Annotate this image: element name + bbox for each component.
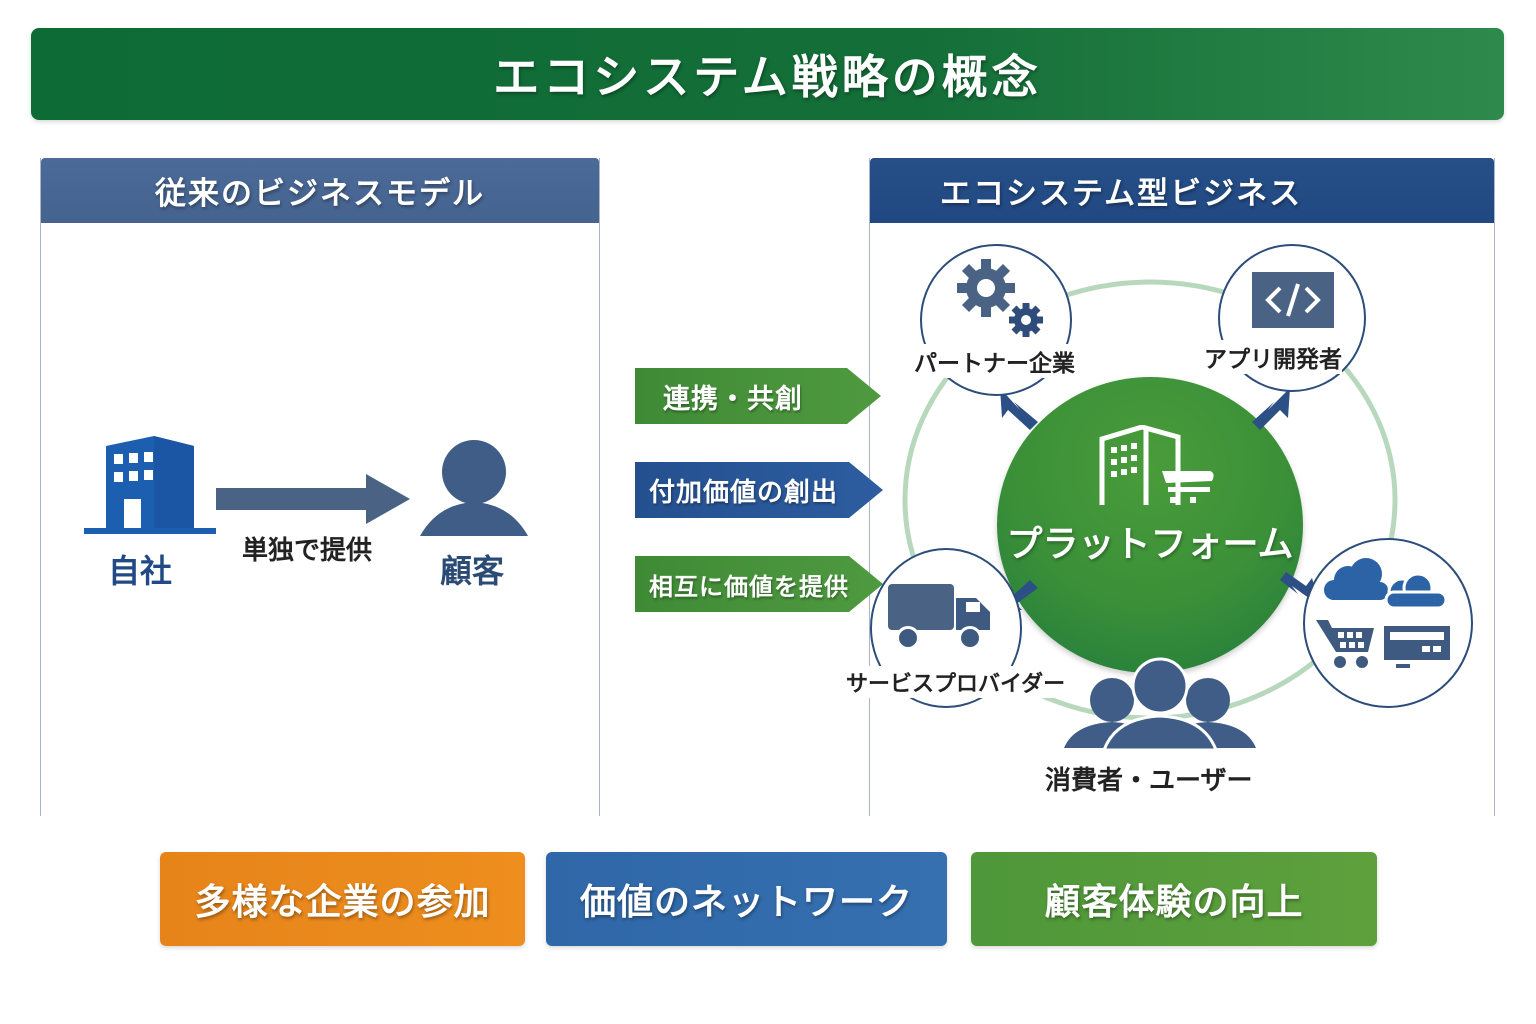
delivery-truck-icon <box>888 584 990 650</box>
customer-experience-box: 顧客体験の向上 <box>971 852 1377 946</box>
tag-collaboration-label: 連携・共創 <box>663 383 803 415</box>
gears-icon <box>957 259 1043 337</box>
customer-experience-label: 顧客体験の向上 <box>1044 882 1304 923</box>
title-banner: エコシステム戦略の概念 <box>31 28 1504 120</box>
consumers-label: 消費者・ユーザー <box>1045 766 1253 796</box>
customer-label: 顧客 <box>440 552 505 590</box>
service-provider-label: サービスプロバイダー <box>846 666 1066 698</box>
platform-label: プラットフォーム <box>1006 524 1294 565</box>
traditional-model-heading: 従来のビジネスモデル <box>41 158 599 223</box>
cloud-icon <box>1324 558 1388 600</box>
code-icon <box>1252 272 1334 328</box>
consumers-group-icon <box>1064 657 1256 752</box>
arrow-to-app-dev <box>1252 388 1290 430</box>
platform-store-icon <box>1099 425 1214 505</box>
page-title: エコシステム戦略の概念 <box>493 50 1042 104</box>
value-network-label: 価値のネットワーク <box>579 882 913 923</box>
arrow-to-partner <box>1000 388 1038 430</box>
provide-arrow-icon <box>216 474 410 524</box>
tag-mutual-value-label: 相互に価値を提供 <box>649 572 849 601</box>
company-building-icon <box>84 436 216 534</box>
provide-alone-label: 単独で提供 <box>242 536 373 566</box>
customer-person-icon <box>420 440 528 536</box>
cloud-commerce-node <box>1303 538 1473 708</box>
tag-added-value-label: 付加価値の創出 <box>649 477 839 508</box>
diverse-companies-label: 多様な企業の参加 <box>194 882 491 923</box>
payment-terminal-icon <box>1384 626 1450 668</box>
value-network-box: 価値のネットワーク <box>546 852 947 946</box>
app-developer-label: アプリ開発者 <box>1204 340 1342 374</box>
tag-added-value: 付加価値の創出 <box>635 462 883 518</box>
company-label: 自社 <box>108 552 173 590</box>
cloud-commerce-icon <box>1316 558 1450 668</box>
diverse-companies-box: 多様な企業の参加 <box>160 852 525 946</box>
platform-hub <box>997 377 1303 673</box>
tag-collaboration: 連携・共創 <box>635 368 881 424</box>
ecosystem-model-heading: エコシステム型ビジネス <box>870 158 1494 223</box>
partner-label: パートナー企業 <box>914 344 1075 378</box>
tag-mutual-value: 相互に価値を提供 <box>635 556 883 612</box>
